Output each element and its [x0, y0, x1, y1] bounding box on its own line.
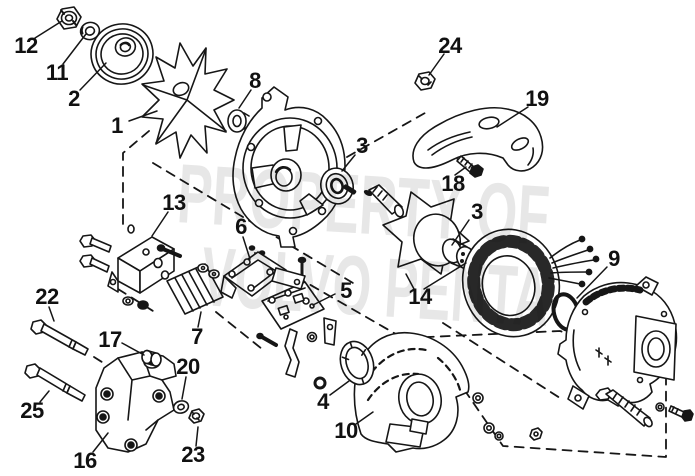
support-strap: [412, 106, 544, 172]
stator-wires: [548, 235, 600, 288]
pulley-nut: [56, 6, 82, 30]
fan: [141, 42, 235, 159]
pulley: [90, 23, 154, 85]
watermark: PROPERTY OF VOLVO PENTA: [175, 146, 552, 344]
regulator-screws: [79, 224, 182, 310]
front-housing: [232, 86, 346, 256]
rectifier-heatsink: [166, 263, 224, 315]
pivot-bushing: [141, 349, 162, 367]
rectifier-plate: [256, 256, 337, 390]
bolt-25: [24, 363, 86, 402]
watermark-line1: PROPERTY OF: [175, 146, 552, 263]
strap-screw: [456, 155, 484, 178]
leader-lines: [34, 20, 608, 453]
rear-through-bolt: [595, 387, 694, 428]
bracket-nut: [188, 408, 205, 424]
bracket-washer: [172, 400, 190, 414]
bolt-22: [30, 319, 89, 356]
watermark-line2: VOLVO PENTA: [199, 229, 552, 344]
rear-housing: [557, 276, 678, 410]
front-bearing: [319, 167, 355, 205]
seal-ring: [339, 340, 375, 386]
stator: [461, 228, 561, 338]
brush-holder: [220, 251, 306, 299]
cover-nuts: [472, 392, 543, 441]
strap-nut: [414, 71, 436, 91]
rear-cover: [353, 331, 470, 453]
mounting-bracket: [95, 351, 177, 453]
